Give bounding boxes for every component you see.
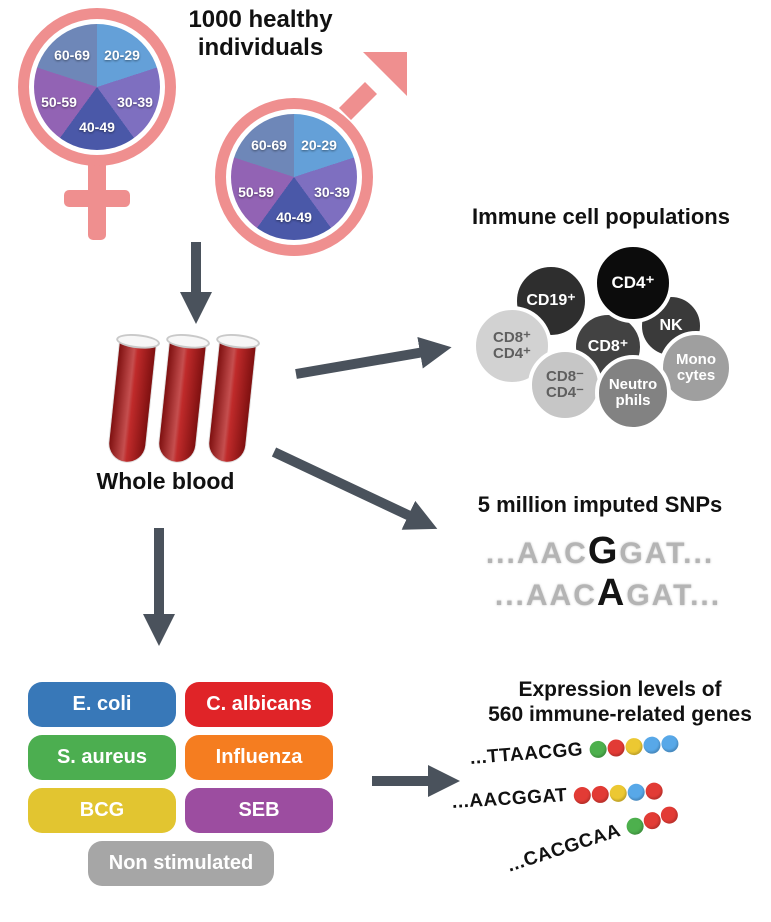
stimulus-ecoli: E. coli <box>28 682 176 727</box>
whole-blood-label: Whole blood <box>96 468 235 494</box>
gene-sequence: ...AACGGAT <box>451 784 568 813</box>
expression-dot <box>609 783 628 802</box>
pie-label-30-39: 30-39 <box>117 94 153 110</box>
snp-alt-suffix: GAT... <box>626 579 722 612</box>
tube-blood-fill <box>107 339 156 464</box>
expression-dot <box>658 803 680 826</box>
expression-dot <box>607 738 626 757</box>
pie-label-40-49: 40-49 <box>79 119 115 135</box>
snp-alt-variant-allele: A <box>596 572 627 614</box>
arrow-blood-to-cells <box>295 336 452 379</box>
stimulus-seb: SEB <box>185 788 333 833</box>
stimulus-bcg: BCG <box>28 788 176 833</box>
gene-sequence: ...TTAACGG <box>469 739 584 769</box>
expression-dot-track <box>589 734 680 759</box>
expression-title-line2: 560 immune-related genes <box>488 702 752 726</box>
expression-dot <box>661 734 680 753</box>
figure-title: 1000 healthy individuals <box>168 6 353 61</box>
pie-label-20-29: 20-29 <box>104 47 140 63</box>
snp-alt-prefix: ...AAC <box>494 579 597 612</box>
snp-title: 5 million imputed SNPs <box>477 492 723 517</box>
gene-sequence: ...CACGCAA <box>504 820 624 877</box>
male-symbol-circle: 20-29 30-39 40-49 50-59 60-69 <box>215 98 373 256</box>
cell-cd4: CD4⁺ <box>593 243 673 323</box>
male-symbol-arrow <box>338 52 407 121</box>
tube-blood-fill <box>207 339 256 464</box>
blood-tube <box>205 332 261 465</box>
pie-label-30-39: 30-39 <box>314 184 350 200</box>
pie-label-50-59: 50-59 <box>238 184 274 200</box>
male-age-pie-chart: 20-29 30-39 40-49 50-59 60-69 <box>231 114 357 240</box>
pie-label-60-69: 60-69 <box>251 137 287 153</box>
pie-label-40-49: 40-49 <box>276 209 312 225</box>
blood-tube <box>105 332 161 465</box>
expression-row: ...CACGCAA <box>505 802 681 878</box>
expression-dot <box>641 809 663 831</box>
expression-dot <box>589 739 608 759</box>
female-symbol-crossbar <box>64 190 130 207</box>
stimulus-influenza: Influenza <box>185 735 333 780</box>
snp-ref-suffix: GAT... <box>619 537 715 570</box>
stimulus-saureus: S. aureus <box>28 735 176 780</box>
expression-row: ...TTAACGG <box>469 732 680 770</box>
expression-dot-track <box>624 803 680 837</box>
expression-title-line1: Expression levels of <box>518 678 722 701</box>
expression-title: Expression levels of 560 immune-related … <box>455 678 771 728</box>
expression-dot <box>627 782 646 801</box>
expression-dot <box>625 736 644 756</box>
blood-tubes <box>107 332 277 472</box>
arrow-blood-to-snps <box>271 447 438 530</box>
tube-blood-fill <box>157 339 206 464</box>
expression-dot <box>624 815 646 837</box>
stimulus-non-stimulated: Non stimulated <box>88 841 274 886</box>
pie-label-60-69: 60-69 <box>54 47 90 63</box>
expression-dot <box>643 735 662 754</box>
figure-title-line1: 1000 healthy <box>188 6 333 33</box>
figure-title-line2: individuals <box>197 33 324 61</box>
snp-ref-variant-allele: G <box>587 530 620 572</box>
cell-cd8-cd4-double-positive: CD8⁺ CD4⁺ <box>472 306 552 386</box>
expression-dot <box>591 784 610 803</box>
cell-neutrophils: Neutro phils <box>595 355 671 431</box>
female-symbol-circle: 20-29 30-39 40-49 50-59 60-69 <box>18 8 176 166</box>
expression-dot-track <box>573 781 664 805</box>
stimulus-calbicans: C. albicans <box>185 682 333 727</box>
pie-label-50-59: 50-59 <box>41 94 77 110</box>
immune-populations-title: Immune cell populations <box>472 204 730 229</box>
pie-label-20-29: 20-29 <box>301 137 337 153</box>
female-symbol: 20-29 30-39 40-49 50-59 60-69 <box>18 8 176 240</box>
female-age-pie-chart: 20-29 30-39 40-49 50-59 60-69 <box>34 24 160 150</box>
expression-row: ...AACGGAT <box>451 779 664 814</box>
blood-tube <box>155 332 211 465</box>
cell-monocytes: Mono cytes <box>659 331 733 405</box>
expression-dot <box>645 781 664 800</box>
male-symbol: 20-29 30-39 40-49 50-59 60-69 <box>215 52 407 256</box>
cell-cd8-cd4-double-negative: CD8⁻ CD4⁻ <box>528 348 602 422</box>
expression-dot <box>573 786 592 805</box>
stimulation-panel: E. coli C. albicans S. aureus Influenza … <box>28 682 378 922</box>
snp-ref-prefix: ...AAC <box>485 537 588 570</box>
